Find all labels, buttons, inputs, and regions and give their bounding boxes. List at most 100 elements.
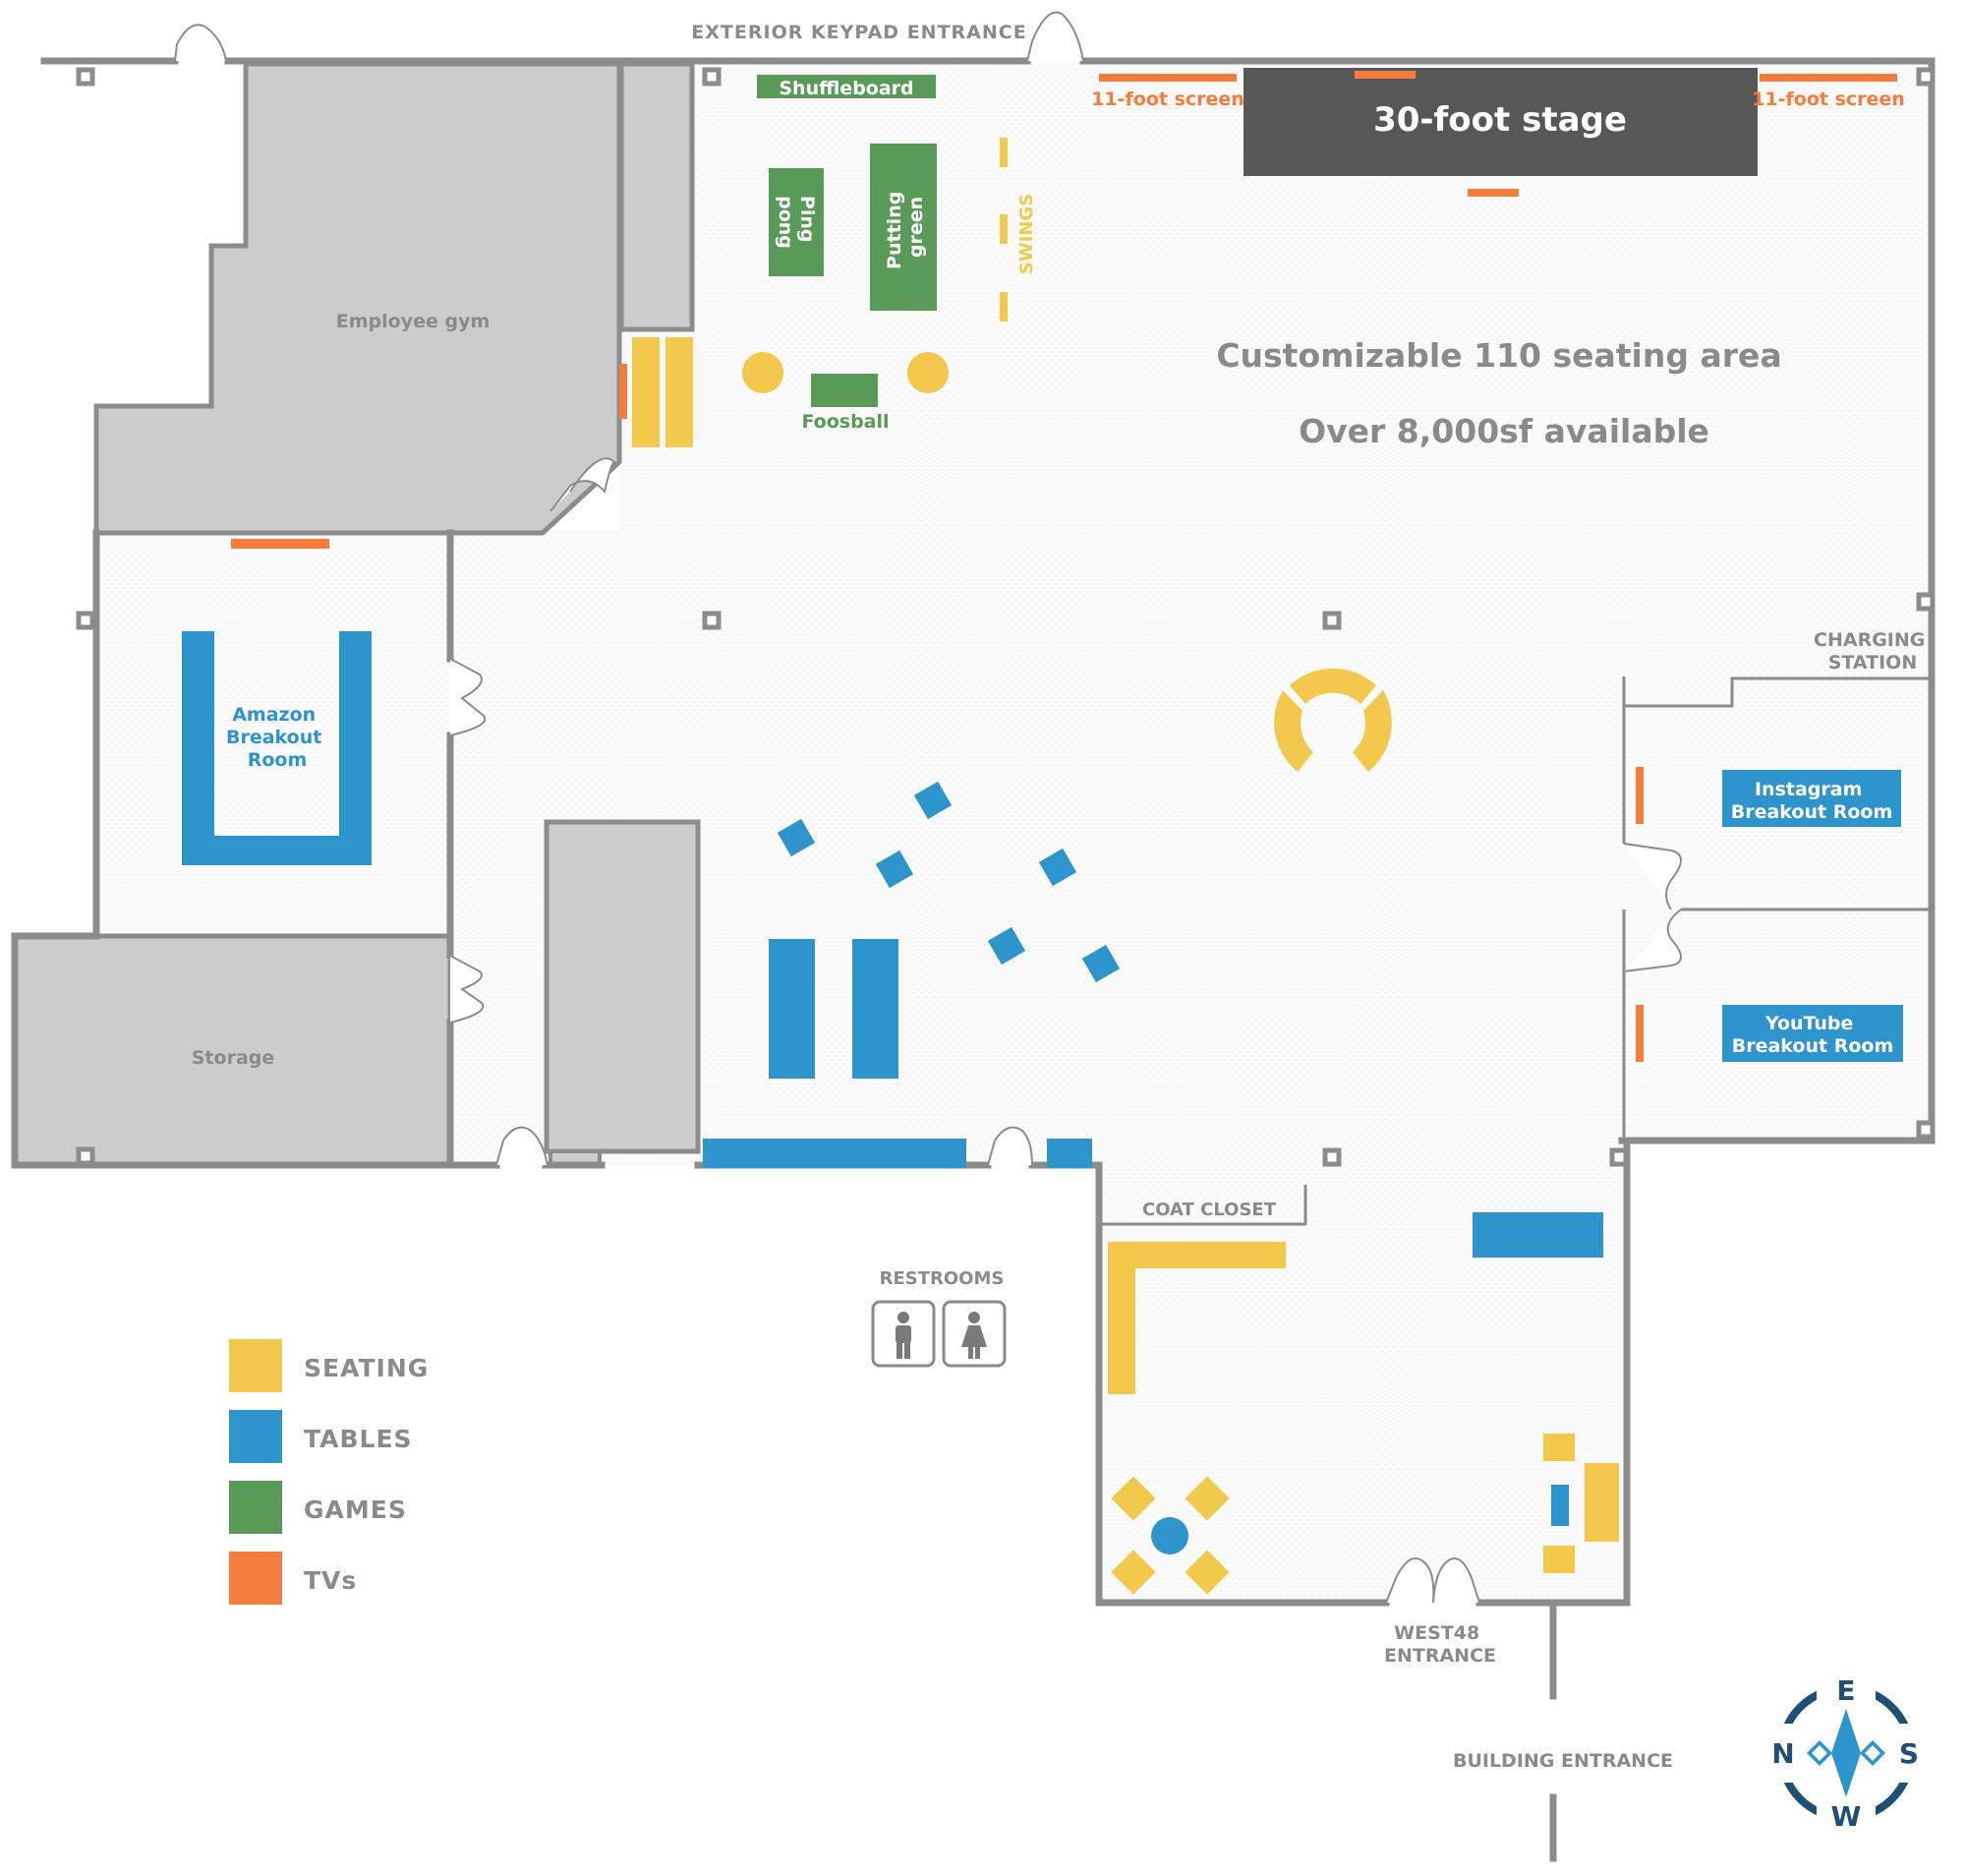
youtube-line-2: Breakout Room [1732,1035,1894,1057]
compass-rose-icon: E W N S [1771,1674,1920,1833]
instagram-door [1623,843,1682,910]
instagram-line-1: Instagram [1755,779,1862,800]
legend-label-tvs: TVs [304,1566,357,1595]
legend-label-seating: SEATING [304,1354,429,1382]
foosball-label: Foosball [801,411,889,433]
keypad-door-east [1026,11,1084,62]
putting-green-line-1: Putting [884,192,905,269]
west48-door [1385,1557,1480,1604]
walls [11,57,1936,1862]
columns [76,67,1936,1167]
ping-pong-line-1: Ping [796,196,818,243]
column [76,67,95,87]
tv-stage-top [1355,71,1416,79]
swing-seat [1000,214,1008,244]
employee-gym-label: Employee gym [336,311,491,332]
restrooms-label: RESTROOMS [880,1268,1005,1289]
seating [632,138,1619,1595]
counter-table [703,1139,966,1168]
amazon-room-label: Amazon Breakout Room [226,704,328,771]
building-entrance-label: BUILDING ENTRANCE [1453,1750,1673,1772]
diamond-chair [1111,1550,1156,1595]
amazon-u-table [182,631,372,865]
long-table [769,939,815,1079]
column [1916,1120,1936,1140]
cafe-table [777,818,816,857]
doors [174,11,1682,1604]
storage-label: Storage [192,1047,275,1069]
corner-sofa [1585,1463,1619,1542]
long-table [852,939,898,1079]
tv-amazon [231,539,329,549]
ping-pong-table [769,168,824,276]
cafe-table [987,926,1026,966]
main-hall-floor [693,61,1932,1603]
stage [1243,68,1758,176]
shuffleboard-label: Shuffleboard [779,78,913,99]
amazon-door [449,658,487,736]
stool-seat [907,352,949,393]
instagram-table [1722,770,1901,827]
lounge-l-sofa [1108,1242,1286,1394]
round-coffee-table [1151,1517,1188,1554]
column [1609,1147,1629,1167]
tvs [231,71,1897,1062]
seating-area-label: Customizable 110 seating area [1216,336,1781,375]
charging-line-2: STATION [1828,652,1917,674]
column [76,611,95,630]
gray-rooms [12,61,701,1168]
diamond-chair [1111,1476,1156,1521]
tv-instagram [1636,767,1644,824]
compass-letter-w: W [1831,1800,1862,1833]
column [1322,611,1342,630]
coat-closet-label: COAT CLOSET [1142,1200,1277,1220]
floor-areas [96,61,1932,1603]
cafe-table [1038,848,1077,887]
charging-line-1: CHARGING [1814,629,1925,651]
available-label: Over 8,000sf available [1299,412,1709,450]
stage-label: 30-foot stage [1373,100,1627,140]
cafe-table [1081,944,1121,983]
legend-label-games: GAMES [304,1495,407,1524]
keypad-door-west [174,24,227,62]
charging-station-label: CHARGING STATION [1814,629,1932,674]
amazon-room-floor [96,531,450,936]
gym-door [549,457,617,512]
round-sectional-top [1290,668,1376,704]
diamond-chair [1185,1550,1230,1595]
compass-letter-s: S [1899,1737,1919,1770]
lounge-table [1473,1212,1603,1258]
womens-restroom-icon [942,1300,1007,1368]
round-sectional-right [1353,690,1392,772]
center-service-block [544,819,701,1154]
legend-swatch-tvs [229,1552,282,1605]
tv-youtube [1636,1005,1644,1062]
youtube-line-1: YouTube [1764,1013,1853,1034]
instagram-room-label: Instagram Breakout Room [1731,779,1893,823]
youtube-door [1623,909,1682,972]
bench-seat [665,337,693,447]
column [76,1146,95,1166]
legend-swatch-tables [229,1410,282,1463]
side-table [1551,1485,1569,1526]
mens-restroom-icon [871,1300,936,1368]
west48-line-2: ENTRANCE [1384,1645,1496,1667]
west48-line-1: WEST48 [1394,1622,1479,1644]
column [1916,67,1936,87]
foosball-table [811,374,878,407]
corner-chair [1543,1546,1575,1573]
column [702,611,722,630]
amazon-line-2: Breakout [226,727,321,748]
swings-label: SWINGS [1016,194,1037,274]
tables [182,631,1903,1554]
tv-screen-right [1760,74,1897,82]
putting-green-line-2: green [905,197,927,258]
bench-seat [632,337,660,447]
counter-table-small [1047,1139,1092,1168]
column [1322,1147,1342,1167]
youtube-room-label: YouTube Breakout Room [1732,1013,1894,1057]
south-door-2 [987,1126,1033,1166]
corner-chair [1543,1434,1575,1461]
cafe-table [875,850,914,889]
